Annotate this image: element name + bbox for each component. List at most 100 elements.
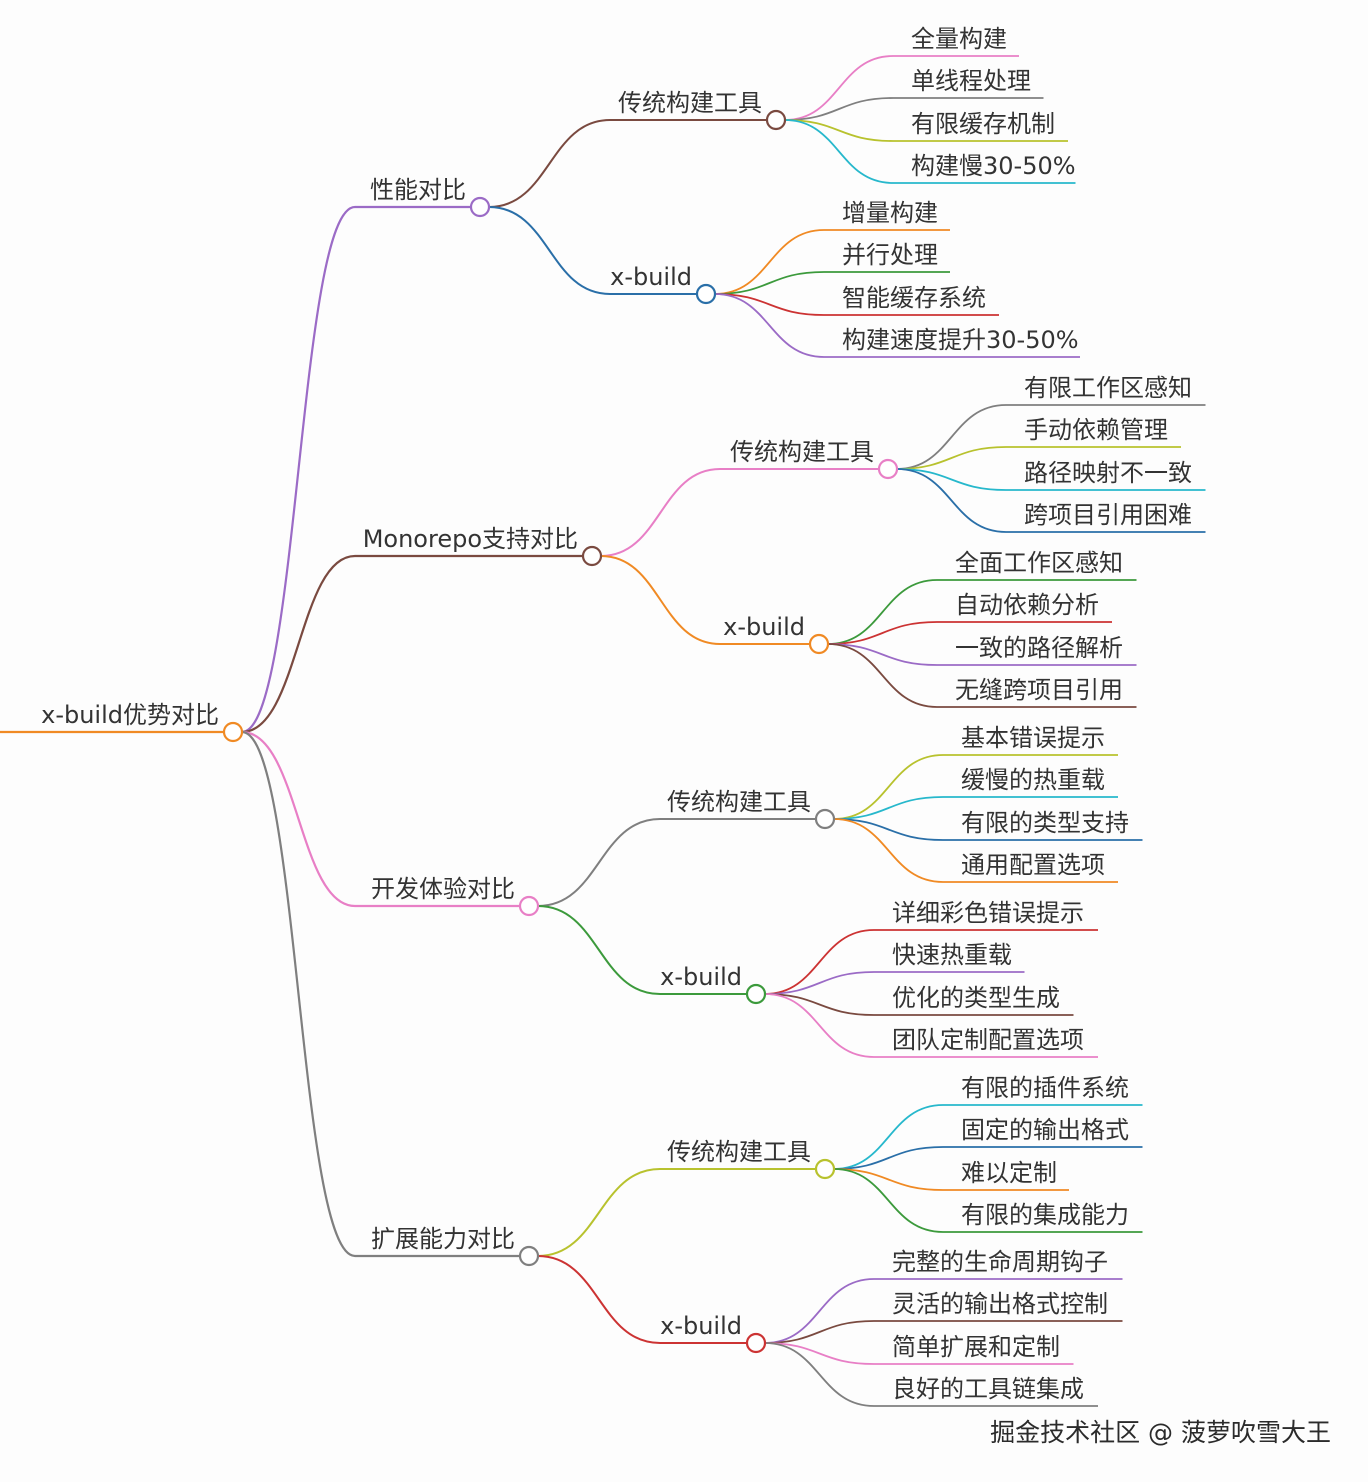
section-to-group-connector [537, 818, 661, 907]
root-node-circle [222, 721, 244, 743]
group-label: 传统构建工具 [667, 1138, 811, 1166]
group-to-leaf-connector [764, 1278, 875, 1344]
section-to-group-connector [600, 468, 721, 557]
root-label: x-build优势对比 [41, 701, 219, 729]
group-to-leaf-connector [827, 579, 938, 645]
group-node-circle [745, 983, 767, 1005]
leaf-label: 一致的路径解析 [955, 634, 1123, 662]
section-label: 开发体验对比 [371, 875, 515, 903]
leaf-label: 良好的工具链集成 [892, 1375, 1084, 1403]
section-to-group-connector [537, 1255, 661, 1344]
group-to-leaf-connector [714, 229, 825, 295]
leaf-label: 难以定制 [961, 1159, 1057, 1187]
leaf-label: 手动依赖管理 [1024, 416, 1168, 444]
leaf-label: 路径映射不一致 [1024, 459, 1192, 487]
group-node-circle [695, 283, 717, 305]
section-label: 扩展能力对比 [371, 1225, 515, 1253]
group-node-circle [745, 1332, 767, 1354]
group-to-leaf-connector [714, 271, 825, 295]
group-to-leaf-connector [764, 1320, 875, 1344]
group-to-leaf-connector [764, 971, 875, 995]
group-label: x-build [723, 613, 805, 641]
leaf-label: 基本错误提示 [961, 724, 1105, 752]
group-node-circle [808, 633, 830, 655]
leaf-label: 智能缓存系统 [842, 284, 986, 312]
section-node-circle [469, 196, 491, 218]
leaf-label: 固定的输出格式 [961, 1116, 1129, 1144]
section-node-circle [581, 545, 603, 567]
group-to-leaf-connector [896, 404, 1007, 470]
group-to-leaf-connector [764, 1342, 875, 1365]
group-label: 传统构建工具 [618, 89, 762, 117]
root-to-section-connector [241, 205, 356, 734]
group-to-leaf-connector [714, 293, 825, 358]
group-to-leaf-connector [827, 621, 938, 645]
group-to-leaf-connector [784, 97, 894, 121]
watermark-text: 掘金技术社区 @ 菠萝吹雪大王 [990, 1418, 1331, 1447]
group-to-leaf-connector [833, 1146, 944, 1170]
group-to-leaf-connector [827, 643, 938, 708]
group-to-leaf-connector [896, 468, 1007, 491]
leaf-label: 快速热重载 [892, 941, 1012, 969]
leaf-label: 完整的生命周期钩子 [892, 1248, 1108, 1276]
leaf-label: 有限的类型支持 [961, 809, 1129, 837]
group-to-leaf-connector [896, 468, 1007, 533]
leaf-label: 简单扩展和定制 [892, 1333, 1060, 1361]
group-to-leaf-connector [833, 1168, 944, 1191]
leaf-label: 跨项目引用困难 [1024, 501, 1192, 529]
leaf-label: 有限工作区感知 [1024, 374, 1192, 402]
group-node-circle [814, 1158, 836, 1180]
group-node-circle [814, 808, 836, 830]
group-label: 传统构建工具 [730, 438, 874, 466]
section-to-group-connector [537, 905, 661, 995]
group-label: x-build [610, 263, 692, 291]
section-label: 性能对比 [370, 176, 466, 204]
leaf-label: 构建慢30-50% [911, 152, 1076, 180]
group-to-leaf-connector [784, 119, 894, 142]
leaf-label: 有限的插件系统 [961, 1074, 1129, 1102]
group-to-leaf-connector [764, 1342, 875, 1407]
leaf-label: 团队定制配置选项 [892, 1026, 1084, 1054]
leaf-label: 有限缓存机制 [911, 110, 1055, 138]
leaf-label: 单线程处理 [911, 67, 1031, 95]
root-to-section-connector [241, 730, 356, 908]
group-to-leaf-connector [833, 1168, 944, 1233]
root-to-section-connector [241, 730, 356, 1258]
group-to-leaf-connector [833, 818, 944, 883]
group-to-leaf-connector [764, 993, 875, 1058]
leaf-label: 自动依赖分析 [955, 591, 1099, 619]
section-node-circle [518, 895, 540, 917]
group-to-leaf-connector [764, 993, 875, 1016]
group-node-circle [765, 109, 787, 131]
leaf-label: 全量构建 [911, 25, 1007, 53]
group-to-leaf-connector [833, 754, 944, 820]
section-node-circle [518, 1245, 540, 1267]
group-node-circle [877, 458, 899, 480]
section-to-group-connector [488, 206, 611, 295]
group-label: x-build [660, 963, 742, 991]
group-to-leaf-connector [833, 796, 944, 820]
leaf-label: 优化的类型生成 [892, 984, 1060, 1012]
group-label: 传统构建工具 [667, 788, 811, 816]
root-to-section-connector [241, 554, 356, 734]
leaf-label: 有限的集成能力 [961, 1201, 1129, 1229]
section-to-group-connector [537, 1168, 661, 1257]
leaf-label: 缓慢的热重载 [961, 766, 1105, 794]
group-label: x-build [660, 1312, 742, 1340]
leaf-label: 并行处理 [842, 241, 938, 269]
leaf-label: 无缝跨项目引用 [955, 676, 1123, 704]
group-to-leaf-connector [833, 818, 944, 841]
leaf-label: 通用配置选项 [961, 851, 1105, 879]
leaf-label: 详细彩色错误提示 [892, 899, 1084, 927]
group-to-leaf-connector [896, 446, 1007, 470]
group-to-leaf-connector [784, 55, 894, 121]
leaf-label: 构建速度提升30-50% [842, 326, 1079, 354]
section-label: Monorepo支持对比 [363, 525, 578, 553]
group-to-leaf-connector [784, 119, 894, 184]
section-to-group-connector [488, 119, 611, 208]
group-to-leaf-connector [764, 929, 875, 995]
group-to-leaf-connector [833, 1104, 944, 1170]
section-to-group-connector [600, 555, 721, 645]
leaf-label: 全面工作区感知 [955, 549, 1123, 577]
